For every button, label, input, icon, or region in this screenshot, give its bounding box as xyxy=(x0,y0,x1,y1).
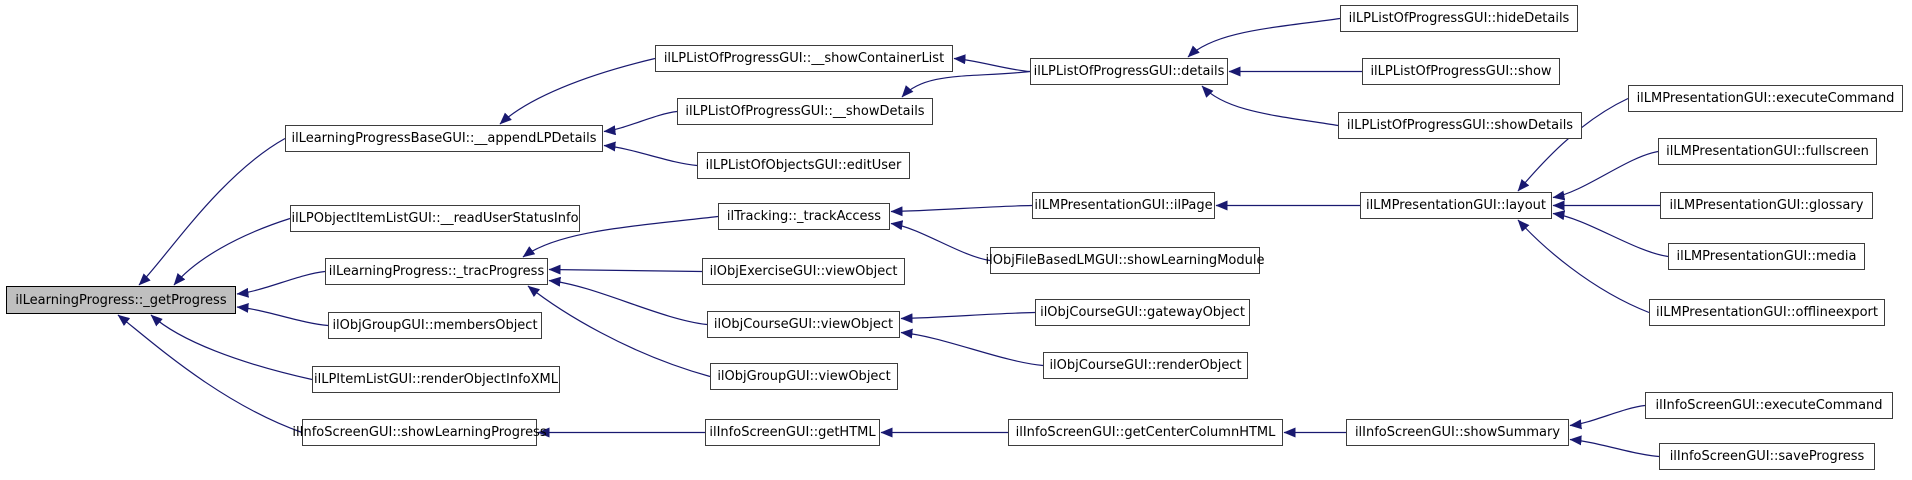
node-show-summary[interactable]: ilInfoScreenGUI::showSummary xyxy=(1346,419,1569,446)
edge-lp-show-details-to-details xyxy=(1201,85,1339,127)
edge-track-access-to-trac-progress xyxy=(522,215,719,258)
node-save-progress[interactable]: ilInfoScreenGUI::saveProgress xyxy=(1659,443,1875,470)
node-gateway-object[interactable]: ilObjCourseGUI::gatewayObject xyxy=(1035,299,1250,326)
node-info-execute-command[interactable]: ilInfoScreenGUI::executeCommand xyxy=(1645,392,1893,419)
edge-details-to-show-details-2 xyxy=(901,70,1031,98)
edge-read-user-status-info-to-get-progress xyxy=(173,217,291,286)
node-render-object-info-xml[interactable]: ilLPItemListGUI::renderObjectInfoXML xyxy=(312,366,560,393)
edge-il-page-to-track-access xyxy=(890,204,1033,217)
edge-show-details-2-to-append-lp-details xyxy=(603,110,678,136)
edge-show-container-list-to-append-lp-details xyxy=(499,57,656,125)
edge-exercise-view-object-to-trac-progress xyxy=(548,264,703,275)
node-show-learning-module[interactable]: ilObjFileBasedLMGUI::showLearningModule xyxy=(986,247,1264,274)
edge-group-view-object-to-trac-progress xyxy=(527,285,711,378)
edge-render-object-info-xml-to-get-progress xyxy=(150,314,313,381)
node-append-lp-details[interactable]: ilLearningProgressBaseGUI::__appendLPDet… xyxy=(285,125,603,152)
node-track-access[interactable]: ilTracking::_trackAccess xyxy=(718,203,890,230)
edge-render-object-to-course-view-object xyxy=(900,328,1044,367)
node-get-html[interactable]: ilInfoScreenGUI::getHTML xyxy=(705,419,880,446)
node-group-view-object[interactable]: ilObjGroupGUI::viewObject xyxy=(710,363,898,390)
node-get-center-column-html[interactable]: ilInfoScreenGUI::getCenterColumnHTML xyxy=(1008,419,1283,446)
edge-info-execute-command-to-show-summary xyxy=(1569,404,1646,430)
edge-show-learning-progress-to-get-progress xyxy=(117,314,303,434)
edge-lm-execute-command-to-lm-layout xyxy=(1517,97,1629,192)
edge-lm-media-to-lm-layout xyxy=(1552,210,1669,258)
node-show-details-2[interactable]: ilLPListOfProgressGUI::__showDetails xyxy=(677,98,933,125)
node-get-progress: ilLearningProgress::_getProgress xyxy=(6,286,236,314)
edge-trac-progress-to-get-progress xyxy=(236,270,326,298)
node-hide-details[interactable]: ilLPListOfProgressGUI::hideDetails xyxy=(1340,5,1578,32)
node-read-user-status-info[interactable]: ilLPObjectItemListGUI::__readUserStatusI… xyxy=(290,205,580,232)
node-details[interactable]: ilLPListOfProgressGUI::details xyxy=(1030,58,1228,85)
node-show-learning-progress[interactable]: ilInfoScreenGUI::showLearningProgress xyxy=(292,419,547,446)
node-exercise-view-object[interactable]: ilObjExerciseGUI::viewObject xyxy=(702,258,905,285)
node-trac-progress[interactable]: ilLearningProgress::_tracProgress xyxy=(325,258,548,285)
edge-lm-fullscreen-to-lm-layout xyxy=(1552,150,1659,201)
node-lm-offlineexport[interactable]: ilLMPresentationGUI::offlineexport xyxy=(1649,299,1885,326)
edge-details-to-show-container-list xyxy=(953,54,1031,73)
edge-append-lp-details-to-get-progress xyxy=(138,137,286,286)
edge-save-progress-to-show-summary xyxy=(1569,435,1660,458)
node-render-object[interactable]: ilObjCourseGUI::renderObject xyxy=(1043,352,1248,379)
edge-edit-user-to-append-lp-details xyxy=(603,141,698,167)
edge-hide-details-to-details xyxy=(1187,17,1341,58)
node-lm-media[interactable]: ilLMPresentationGUI::media xyxy=(1668,243,1865,270)
node-edit-user[interactable]: ilLPListOfObjectsGUI::editUser xyxy=(697,152,910,179)
node-members-object[interactable]: ilObjGroupGUI::membersObject xyxy=(328,312,542,339)
node-lm-execute-command[interactable]: ilLMPresentationGUI::executeCommand xyxy=(1628,85,1903,112)
node-il-page[interactable]: ilLMPresentationGUI::ilPage xyxy=(1032,192,1215,219)
edge-gateway-object-to-course-view-object xyxy=(900,311,1036,324)
node-lp-show[interactable]: ilLPListOfProgressGUI::show xyxy=(1362,58,1560,85)
node-show-container-list[interactable]: ilLPListOfProgressGUI::__showContainerLi… xyxy=(655,45,953,72)
edge-lm-offlineexport-to-lm-layout xyxy=(1517,219,1650,314)
node-lp-show-details[interactable]: ilLPListOfProgressGUI::showDetails xyxy=(1338,112,1582,139)
edge-members-object-to-get-progress xyxy=(236,302,329,327)
edge-show-learning-module-to-track-access xyxy=(890,220,991,262)
node-lm-layout[interactable]: ilLMPresentationGUI::layout xyxy=(1360,192,1552,219)
node-lm-glossary[interactable]: ilLMPresentationGUI::glossary xyxy=(1660,192,1873,219)
node-course-view-object[interactable]: ilObjCourseGUI::viewObject xyxy=(707,311,900,338)
node-lm-fullscreen[interactable]: ilLMPresentationGUI::fullscreen xyxy=(1658,138,1877,165)
edge-course-view-object-to-trac-progress xyxy=(548,276,708,326)
